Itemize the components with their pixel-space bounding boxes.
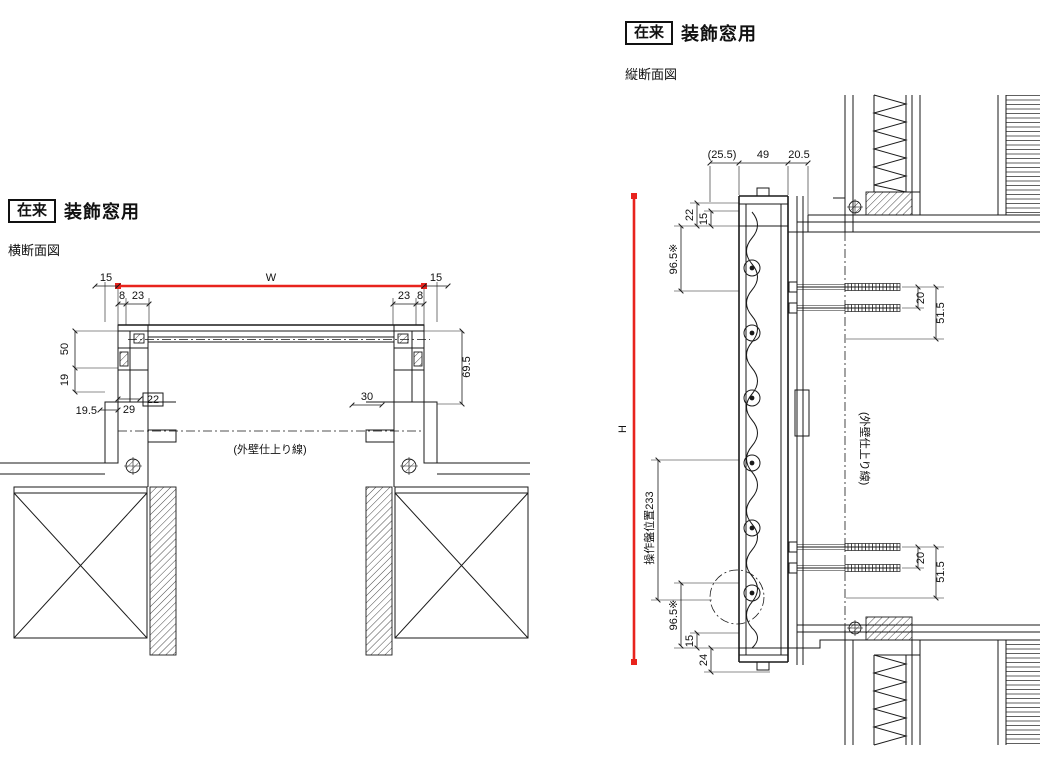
dim-label-69-5: 69.5 [461,356,473,377]
dim-label-29: 29 [123,404,135,416]
right-title: 装飾窓用 [681,24,758,44]
dim-label-49: 49 [757,149,769,161]
left-exterior-trim [104,401,119,464]
dim-label-15-right: 15 [430,272,442,284]
louver-screen-squiggle [746,211,758,649]
wall-finish-label-right: (外壁仕上り線) [858,412,872,485]
wall-section-left [13,486,148,639]
left-construction-tag: 在来 [8,199,57,223]
dim-label-25-5: (25.5) [708,149,737,161]
furring-strip-left [149,486,177,656]
operator-knobs [743,259,761,602]
right-header: 在来 装飾窓用 [625,20,757,46]
dim-label-96-5-bottom: 96.5※ [668,600,680,631]
dim-label-20-bottom: 20 [915,552,927,564]
window-frame-plan [104,324,438,487]
dim-label-24: 24 [698,654,710,666]
right-exterior-trim [423,401,438,464]
anchor-bolt-top-pair [788,281,901,314]
dim-box-22 [142,392,164,407]
wall-section-top [788,94,1040,233]
window-frame-section [709,187,810,671]
dim-label-51-5-top: 51.5 [935,302,947,323]
dim-label-20-top: 20 [915,292,927,304]
operator-swing-arc [709,569,765,625]
wall-section-bottom [788,616,1040,746]
dim-label-50: 50 [59,343,71,355]
dim-label-51-5-bottom: 51.5 [935,561,947,582]
glass-panel [148,336,394,343]
right-construction-tag: 在来 [625,21,674,45]
anchor-screw-icon [124,457,142,475]
right-jamb [393,324,425,403]
horizontal-section-drawing: W 15 15 8 23 23 8 [0,272,530,656]
dim-label-8-left: 8 [119,290,125,302]
dim-label-30: 30 [361,391,373,403]
head-screw-icon [847,199,863,215]
dim-label-23-left: 23 [132,290,144,302]
left-header: 在来 装飾窓用 [8,198,140,224]
dim-label-19: 19 [59,374,71,386]
furring-strip-right [365,486,393,656]
dim-label-15-left: 15 [100,272,112,284]
insulation-batt-top [872,94,908,193]
left-jamb [117,324,149,403]
anchor-screw-icon [400,457,418,475]
dim-label-15-bottom: 15 [684,635,696,647]
right-subtitle: 縦断面図 [625,67,678,82]
dim-label-20-5: 20.5 [788,149,809,161]
frame-bottom-tab [756,661,770,671]
left-title: 装飾窓用 [64,202,141,222]
vertical-section-drawing: (25.5) 49 20.5 H 22 15 96.5※ 操作盤位置233 96… [617,94,1040,746]
dim-label-8-right: 8 [417,290,423,302]
wall-finish-label-left: (外壁仕上り線) [233,442,306,456]
dim-label-23-right: 23 [398,290,410,302]
insulation-batt-bottom [872,654,908,746]
dim-label-console-position: 操作盤位置233 [642,491,656,564]
dim-label-w: W [266,272,277,284]
dim-label-22: 22 [147,394,159,406]
left-subtitle: 横断面図 [8,243,61,258]
dim-label-96-5-top: 96.5※ [668,244,680,275]
sill-screw-icon [847,620,863,636]
wall-section-right [394,486,529,639]
dim-label-22-right-drawing: 22 [684,209,696,221]
dim-label-19-5: 19.5 [76,405,97,417]
dim-label-15-top: 15 [698,213,710,225]
dim-label-h: H [617,425,629,433]
handle-box [794,389,810,437]
frame-top-tab [756,187,770,197]
anchor-bolt-bottom-pair [788,541,901,574]
height-dimension-line-red [631,193,637,665]
